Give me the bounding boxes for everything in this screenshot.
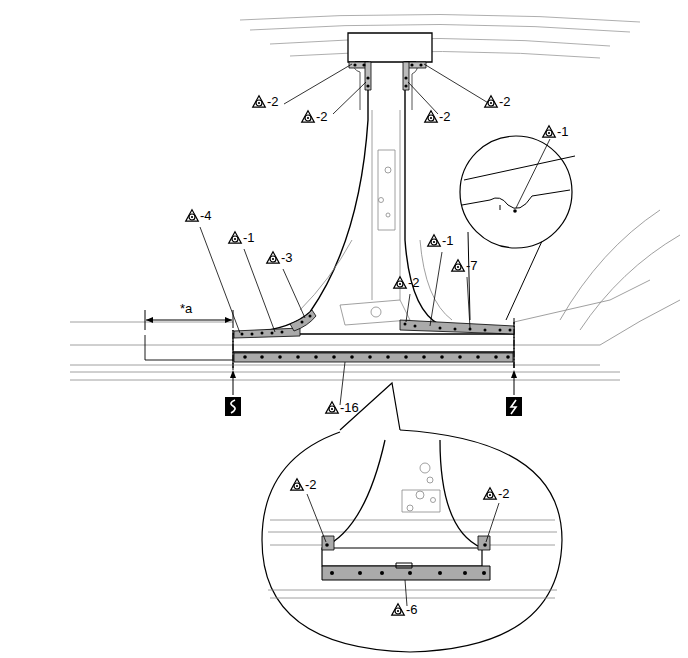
callout-number: -2	[499, 95, 511, 109]
callout-number: -4	[200, 209, 212, 223]
callout-number: -1	[557, 125, 569, 139]
dimension-label: *a	[178, 302, 194, 316]
callout-number: -2	[408, 276, 420, 290]
callout-number: -2	[498, 487, 510, 501]
callout-number: -1	[442, 234, 454, 248]
callout-number: -16	[340, 401, 359, 415]
callout-number: -2	[267, 95, 279, 109]
callout-number: -1	[243, 231, 255, 245]
callout-number: -2	[305, 478, 317, 492]
callout-number: -6	[406, 603, 418, 617]
callout-number: -2	[316, 110, 328, 124]
callout-number: -3	[281, 251, 293, 265]
callout-number: -2	[439, 110, 451, 124]
callout-number: -7	[466, 259, 478, 273]
